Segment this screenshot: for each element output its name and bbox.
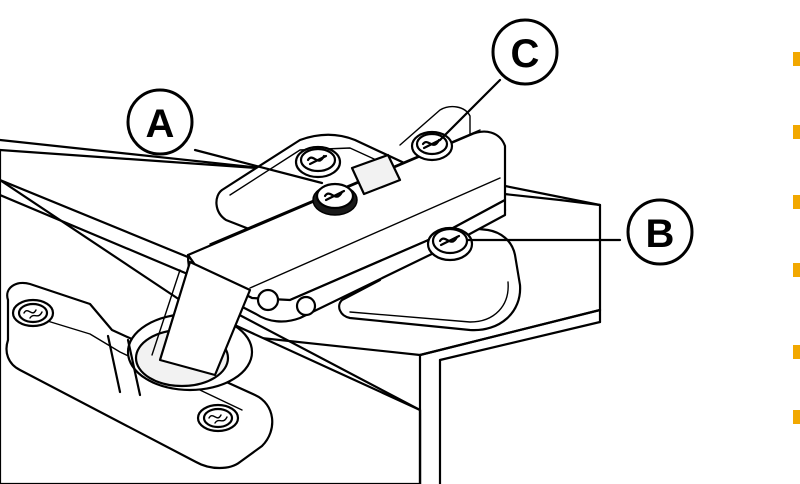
callout-a: A	[126, 88, 194, 156]
callout-c: C	[491, 18, 559, 86]
leader-a	[193, 148, 324, 185]
callout-b: B	[626, 198, 694, 266]
cup-screw-right	[196, 403, 240, 433]
hinge-arm	[151, 129, 507, 377]
screw-c	[410, 130, 454, 162]
callout-b-label: B	[646, 212, 675, 256]
screw-b	[426, 226, 474, 262]
edge-marks	[793, 52, 800, 424]
screw-a-upper	[294, 145, 342, 179]
callout-c-label: C	[511, 32, 540, 76]
screw-a-lower	[312, 182, 358, 216]
leader-c	[438, 78, 502, 142]
callout-a-label: A	[146, 102, 175, 146]
cup-screw-left	[11, 298, 55, 328]
